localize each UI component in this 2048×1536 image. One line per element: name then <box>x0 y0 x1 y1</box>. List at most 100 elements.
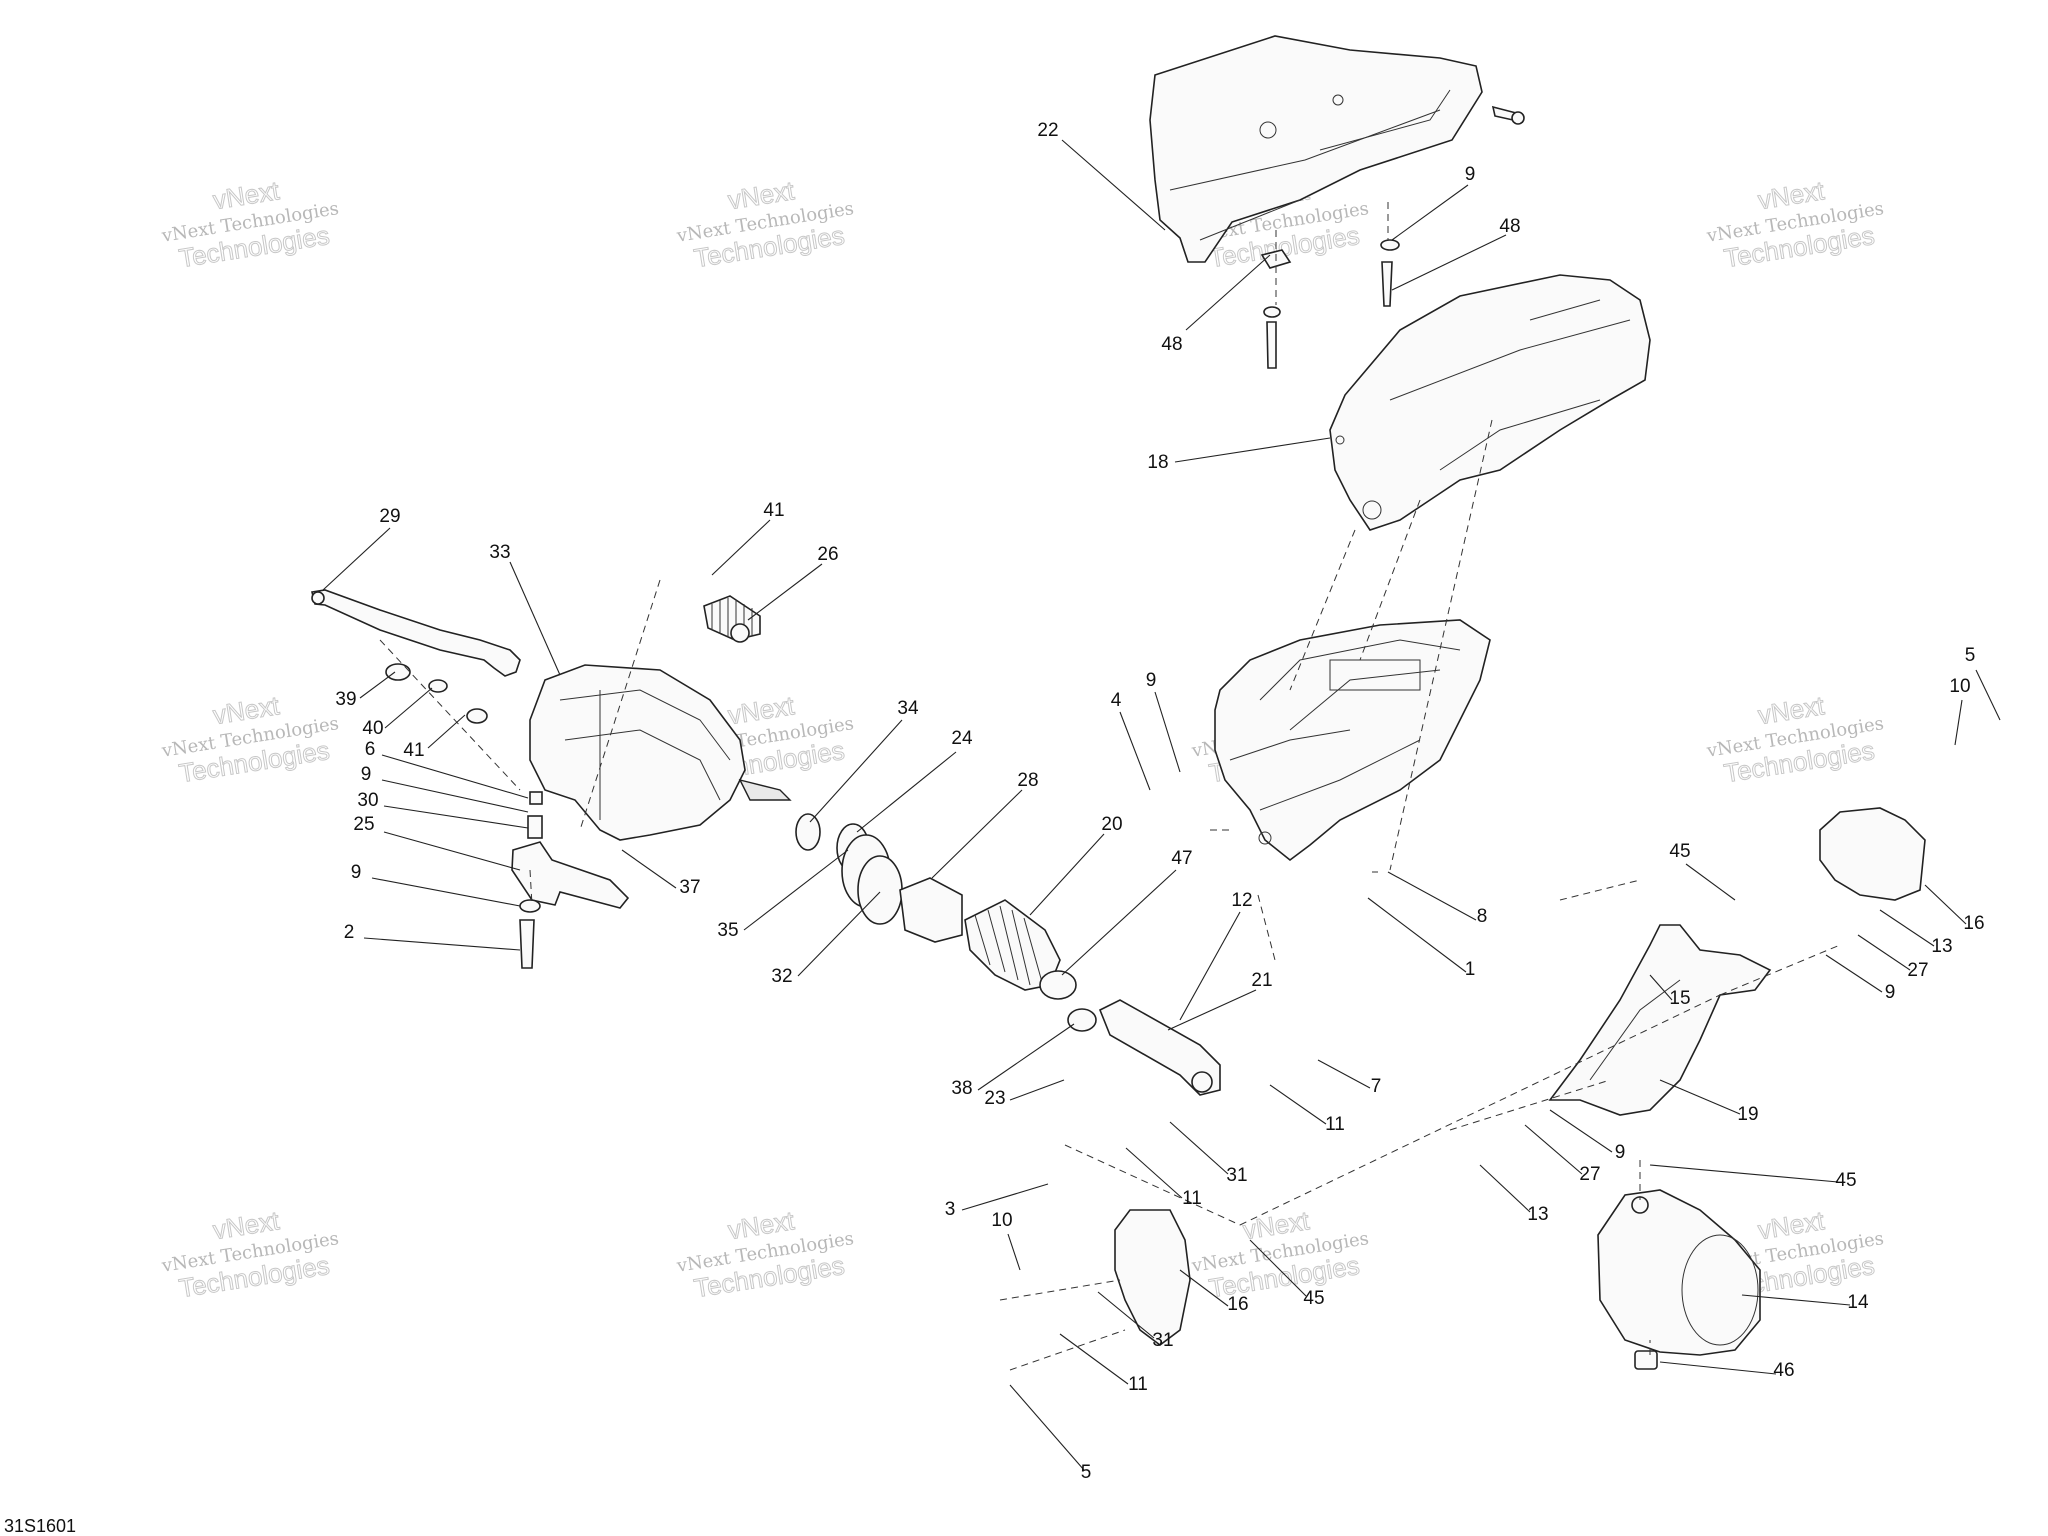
parts-drawing <box>311 35 1926 1370</box>
callout-label: 5 <box>1081 1462 1092 1483</box>
callout-35: 35 <box>717 849 849 941</box>
leader-line <box>1649 1164 1839 1183</box>
callout-label: 48 <box>1499 216 1520 237</box>
callout-label: 2 <box>344 922 355 943</box>
callout-16: 16 <box>1924 884 1985 934</box>
callout-label: 4 <box>1111 690 1122 711</box>
callout-31: 31 <box>1097 1291 1174 1351</box>
leader-line <box>1179 911 1241 1021</box>
main-housing <box>1214 619 1491 862</box>
callout-11: 11 <box>1269 1084 1345 1135</box>
callout-label: 37 <box>679 877 700 898</box>
callout-2: 2 <box>344 922 521 951</box>
callout-4: 4 <box>1111 690 1151 791</box>
clamp-part-47 <box>1039 970 1077 1000</box>
callout-33: 33 <box>489 542 561 676</box>
leader-line <box>1367 897 1467 973</box>
leader-line <box>1825 954 1883 993</box>
callout-label: 45 <box>1303 1288 1324 1309</box>
leader-line <box>797 891 881 977</box>
callout-label: 1 <box>1465 959 1476 980</box>
leader-line <box>1924 884 1967 925</box>
callout-16: 16 <box>1179 1269 1249 1315</box>
callout-label: 10 <box>991 1210 1012 1231</box>
leader-line <box>1007 1233 1021 1271</box>
leader-line <box>1857 934 1911 971</box>
callout-label: 12 <box>1231 890 1252 911</box>
callout-label: 29 <box>379 506 400 527</box>
duct-part-14 <box>1597 1189 1761 1356</box>
callout-13: 13 <box>1479 1164 1549 1225</box>
callout-25: 25 <box>353 814 521 871</box>
clamp-part-38 <box>1067 1008 1097 1032</box>
callout-5: 5 <box>1009 1384 1092 1483</box>
leader-line <box>1524 1124 1583 1175</box>
callout-11: 11 <box>1125 1147 1202 1209</box>
callout-label: 47 <box>1171 848 1192 869</box>
mount-bracket-part-16-lower <box>1114 1209 1191 1346</box>
callout-1: 1 <box>1367 897 1476 980</box>
callout-label: 3 <box>945 1199 956 1220</box>
callout-27: 27 <box>1857 934 1929 981</box>
callout-14: 14 <box>1741 1292 1869 1313</box>
callout-15: 15 <box>1649 974 1691 1009</box>
callout-10: 10 <box>991 1210 1021 1271</box>
leader-line <box>363 937 521 951</box>
leader-line <box>1954 699 1963 746</box>
leader-line <box>1125 1147 1183 1199</box>
leader-line <box>621 849 677 889</box>
leader-line <box>1649 974 1673 1001</box>
callout-label: 38 <box>951 1078 972 1099</box>
callout-label: 5 <box>1965 645 1976 666</box>
callout-label: 40 <box>362 718 383 739</box>
callout-label: 26 <box>817 544 838 565</box>
leader-line <box>1659 1361 1777 1375</box>
callout-label: 8 <box>1477 906 1488 927</box>
callout-label: 33 <box>489 542 510 563</box>
leader-line <box>509 561 561 676</box>
callout-label: 35 <box>717 920 738 941</box>
bracket-part-25 <box>511 841 630 909</box>
callout-label: 34 <box>897 698 919 719</box>
leader-line <box>743 849 849 931</box>
leader-line <box>381 754 529 799</box>
fasteners-top <box>1260 239 1400 369</box>
leader-line <box>711 519 771 576</box>
leader-line <box>1169 1121 1229 1175</box>
gearbox-housing-part-33 <box>529 664 792 841</box>
leader-line <box>1741 1294 1851 1306</box>
callout-30: 30 <box>357 790 529 829</box>
callout-label: 28 <box>1017 770 1038 791</box>
callout-label: 15 <box>1669 988 1690 1009</box>
callout-label: 41 <box>763 500 784 521</box>
callout-label: 11 <box>1128 1374 1148 1395</box>
leader-line <box>371 877 521 907</box>
leader-line <box>1975 669 2001 721</box>
nut-part-46 <box>1634 1350 1658 1370</box>
fitting-part-28 <box>899 877 963 943</box>
leader-line <box>1317 1059 1371 1089</box>
callout-48: 48 <box>1391 216 1521 291</box>
callout-label: 32 <box>771 966 792 987</box>
callout-label: 20 <box>1101 814 1122 835</box>
callout-47: 47 <box>1061 848 1193 976</box>
callout-12: 12 <box>1179 890 1253 1021</box>
callout-label: 48 <box>1161 334 1182 355</box>
callout-20: 20 <box>1029 814 1123 916</box>
callout-31: 31 <box>1169 1121 1248 1186</box>
callout-label: 13 <box>1527 1204 1548 1225</box>
callout-45: 45 <box>1649 1164 1857 1191</box>
callout-layer: 2294848182933412639404169302592342435323… <box>322 120 2001 1483</box>
rings-34-24-32 <box>795 813 903 925</box>
callout-21: 21 <box>1167 970 1273 1031</box>
leader-line <box>359 671 396 699</box>
callout-label: 10 <box>1949 676 1970 697</box>
leader-line <box>1029 833 1105 916</box>
callout-41: 41 <box>403 714 466 761</box>
callout-13: 13 <box>1879 909 1953 957</box>
callout-6: 6 <box>365 739 529 799</box>
callout-40: 40 <box>362 687 433 739</box>
callout-9: 9 <box>1391 164 1475 241</box>
